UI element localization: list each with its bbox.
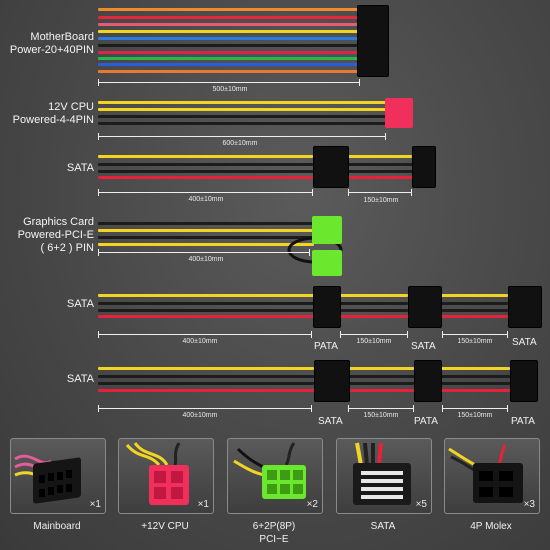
cpu-label-line1: 12V CPU xyxy=(48,101,94,113)
cpu-connector xyxy=(385,98,413,128)
sata-row2-dimension-line-1 xyxy=(98,331,312,338)
pcie-label-line1: Graphics Card xyxy=(23,216,94,228)
panel-label-pcie-line2: PCI−E xyxy=(259,534,289,545)
sata-row2-dimension-line-3 xyxy=(442,331,508,338)
sata-row3-tag-pata-1: PATA xyxy=(414,416,438,427)
sata-row2-pata-connector xyxy=(313,286,341,328)
sata-row2-tag-sata-2: SATA xyxy=(512,337,537,348)
pcie-dimension: 400±10mm xyxy=(188,256,224,263)
sata-row2-tag-pata: PATA xyxy=(314,341,338,352)
pcie-label-line3: ( 6+2 ) PIN xyxy=(40,242,95,254)
pcie-connector-1 xyxy=(312,216,342,244)
sata-row2-dimension-line-2 xyxy=(340,331,408,338)
molex-count: ×3 xyxy=(523,499,535,510)
cpu-label-line2: Powered-4-4PIN xyxy=(12,114,94,126)
cpu-count: ×1 xyxy=(197,499,209,510)
sata-row1-dimension-2: 150±10mm xyxy=(363,197,399,204)
sata-row1-dimension-line-1 xyxy=(98,189,313,196)
pcie-connector-icon xyxy=(233,442,306,499)
mainboard-connector-icon xyxy=(14,454,81,504)
panel-label-molex: 4P Molex xyxy=(470,521,512,532)
mainboard-label-line2: Power-20+40PIN xyxy=(9,44,94,56)
sata-row2-label: SATA xyxy=(66,298,94,310)
panel-label-cpu: +12V CPU xyxy=(141,521,189,532)
sata-row2-dimension-2: 150±10mm xyxy=(356,338,392,345)
pcie-label-line2: Powered-PCI-E xyxy=(17,229,94,241)
sata-row1-connector-1 xyxy=(313,146,349,188)
sata-row3-dimension-2: 150±10mm xyxy=(363,412,399,419)
panel-mainboard: ×1 xyxy=(10,438,106,514)
sata-row3-dimension-line-1 xyxy=(98,405,312,412)
panel-molex: ×3 xyxy=(444,438,540,514)
panel-sata: ×5 xyxy=(336,438,432,514)
sata-count: ×5 xyxy=(415,499,427,510)
sata-row2-dimension-1: 400±10mm xyxy=(182,338,218,345)
cpu-connector-icon xyxy=(125,442,189,505)
cpu-dimension: 600±10mm xyxy=(222,140,258,147)
pcie-connector-2 xyxy=(312,250,342,276)
sata-row3-tag-pata-2: PATA xyxy=(511,416,535,427)
panel-pcie: ×2 xyxy=(227,438,323,514)
sata-row3-pata-connector-1 xyxy=(414,360,442,402)
sata-row3-label: SATA xyxy=(66,373,94,385)
panel-label-mainboard: Mainboard xyxy=(33,521,81,532)
pcie-dimension-line xyxy=(98,249,310,256)
sata-row1-dimension-1: 400±10mm xyxy=(188,196,224,203)
sata-row3-dimension-1: 400±10mm xyxy=(182,412,218,419)
cpu-dimension-line xyxy=(98,133,386,140)
molex-connector-icon xyxy=(448,444,523,503)
sata-row2-sata-connector-1 xyxy=(408,286,442,328)
sata-row2-tag-sata-1: SATA xyxy=(411,341,436,352)
sata-row3-dimension-line-2 xyxy=(348,405,414,412)
panel-label-sata: SATA xyxy=(370,521,396,532)
sata-row1-dimension-line-2 xyxy=(348,189,412,196)
mainboard-connector xyxy=(357,5,389,77)
sata-row3-dimension-line-3 xyxy=(442,405,508,412)
mainboard-dimension: 500±10mm xyxy=(212,86,248,93)
pcie-count: ×2 xyxy=(306,499,318,510)
mainboard-count: ×1 xyxy=(89,499,101,510)
sata-connector-icon xyxy=(353,442,411,505)
sata-row3-pata-connector-2 xyxy=(510,360,538,402)
mainboard-label-line1: MotherBoard xyxy=(30,31,94,43)
sata-row3-dimension-3: 150±10mm xyxy=(457,412,493,419)
sata-row3-sata-connector xyxy=(314,360,350,402)
mainboard-dimension-line xyxy=(98,79,360,86)
sata-row2-dimension-3: 150±10mm xyxy=(457,338,493,345)
panel-cpu: ×1 xyxy=(118,438,214,514)
sata-row2-sata-connector-2 xyxy=(508,286,542,328)
sata-row3-tag-sata: SATA xyxy=(318,416,343,427)
panel-label-pcie-line1: 6+2P(8P) xyxy=(252,521,296,532)
sata-row1-label: SATA xyxy=(66,162,94,174)
sata-row1-connector-2 xyxy=(412,146,436,188)
